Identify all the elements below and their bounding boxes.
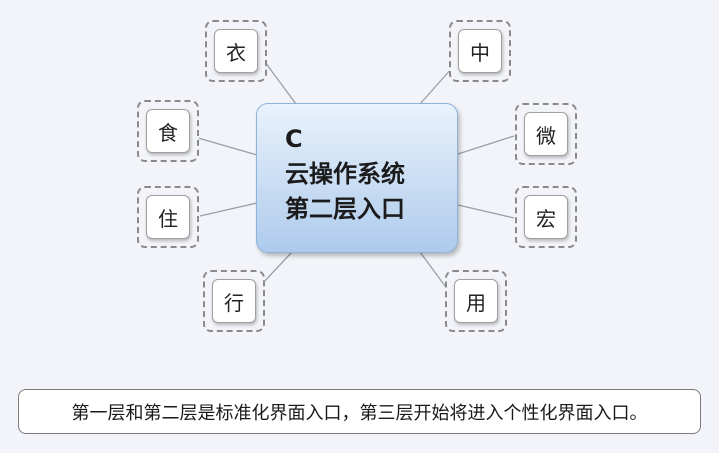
connector-food [197, 137, 258, 156]
leaf-label-food: 食 [146, 109, 190, 153]
leaf-label-clothing: 衣 [214, 29, 258, 73]
connector-yong [419, 251, 449, 291]
leaf-label-yong: 用 [454, 279, 498, 323]
leaf-label-hong: 宏 [524, 195, 568, 239]
leaf-label-housing: 住 [146, 195, 190, 239]
leaf-node-housing: 住 [137, 186, 199, 248]
connector-wei [457, 135, 515, 155]
leaf-node-yong: 用 [445, 270, 507, 332]
leaf-label-wei: 微 [524, 112, 568, 156]
leaf-node-travel: 行 [203, 270, 265, 332]
leaf-label-travel: 行 [212, 279, 256, 323]
connector-housing [199, 202, 258, 217]
connector-clothing [261, 57, 297, 105]
leaf-node-zhong: 中 [449, 20, 511, 82]
leaf-label-zhong: 中 [458, 29, 502, 73]
leaf-node-clothing: 衣 [205, 20, 267, 82]
central-node-line-3: 第二层入口 [285, 195, 405, 223]
connector-zhong [419, 67, 453, 105]
central-node: C 云操作系统 第二层入口 [256, 103, 458, 253]
leaf-node-wei: 微 [515, 103, 577, 165]
caption-text: 第一层和第二层是标准化界面入口，第三层开始将进入个性化界面入口。 [71, 402, 648, 424]
central-node-line-1: C [285, 125, 303, 153]
connector-travel [261, 251, 293, 285]
leaf-node-hong: 宏 [515, 186, 577, 248]
central-node-line-2: 云操作系统 [285, 160, 405, 188]
connector-hong [457, 204, 515, 219]
leaf-node-food: 食 [137, 100, 199, 162]
caption-box: 第一层和第二层是标准化界面入口，第三层开始将进入个性化界面入口。 [18, 389, 701, 434]
